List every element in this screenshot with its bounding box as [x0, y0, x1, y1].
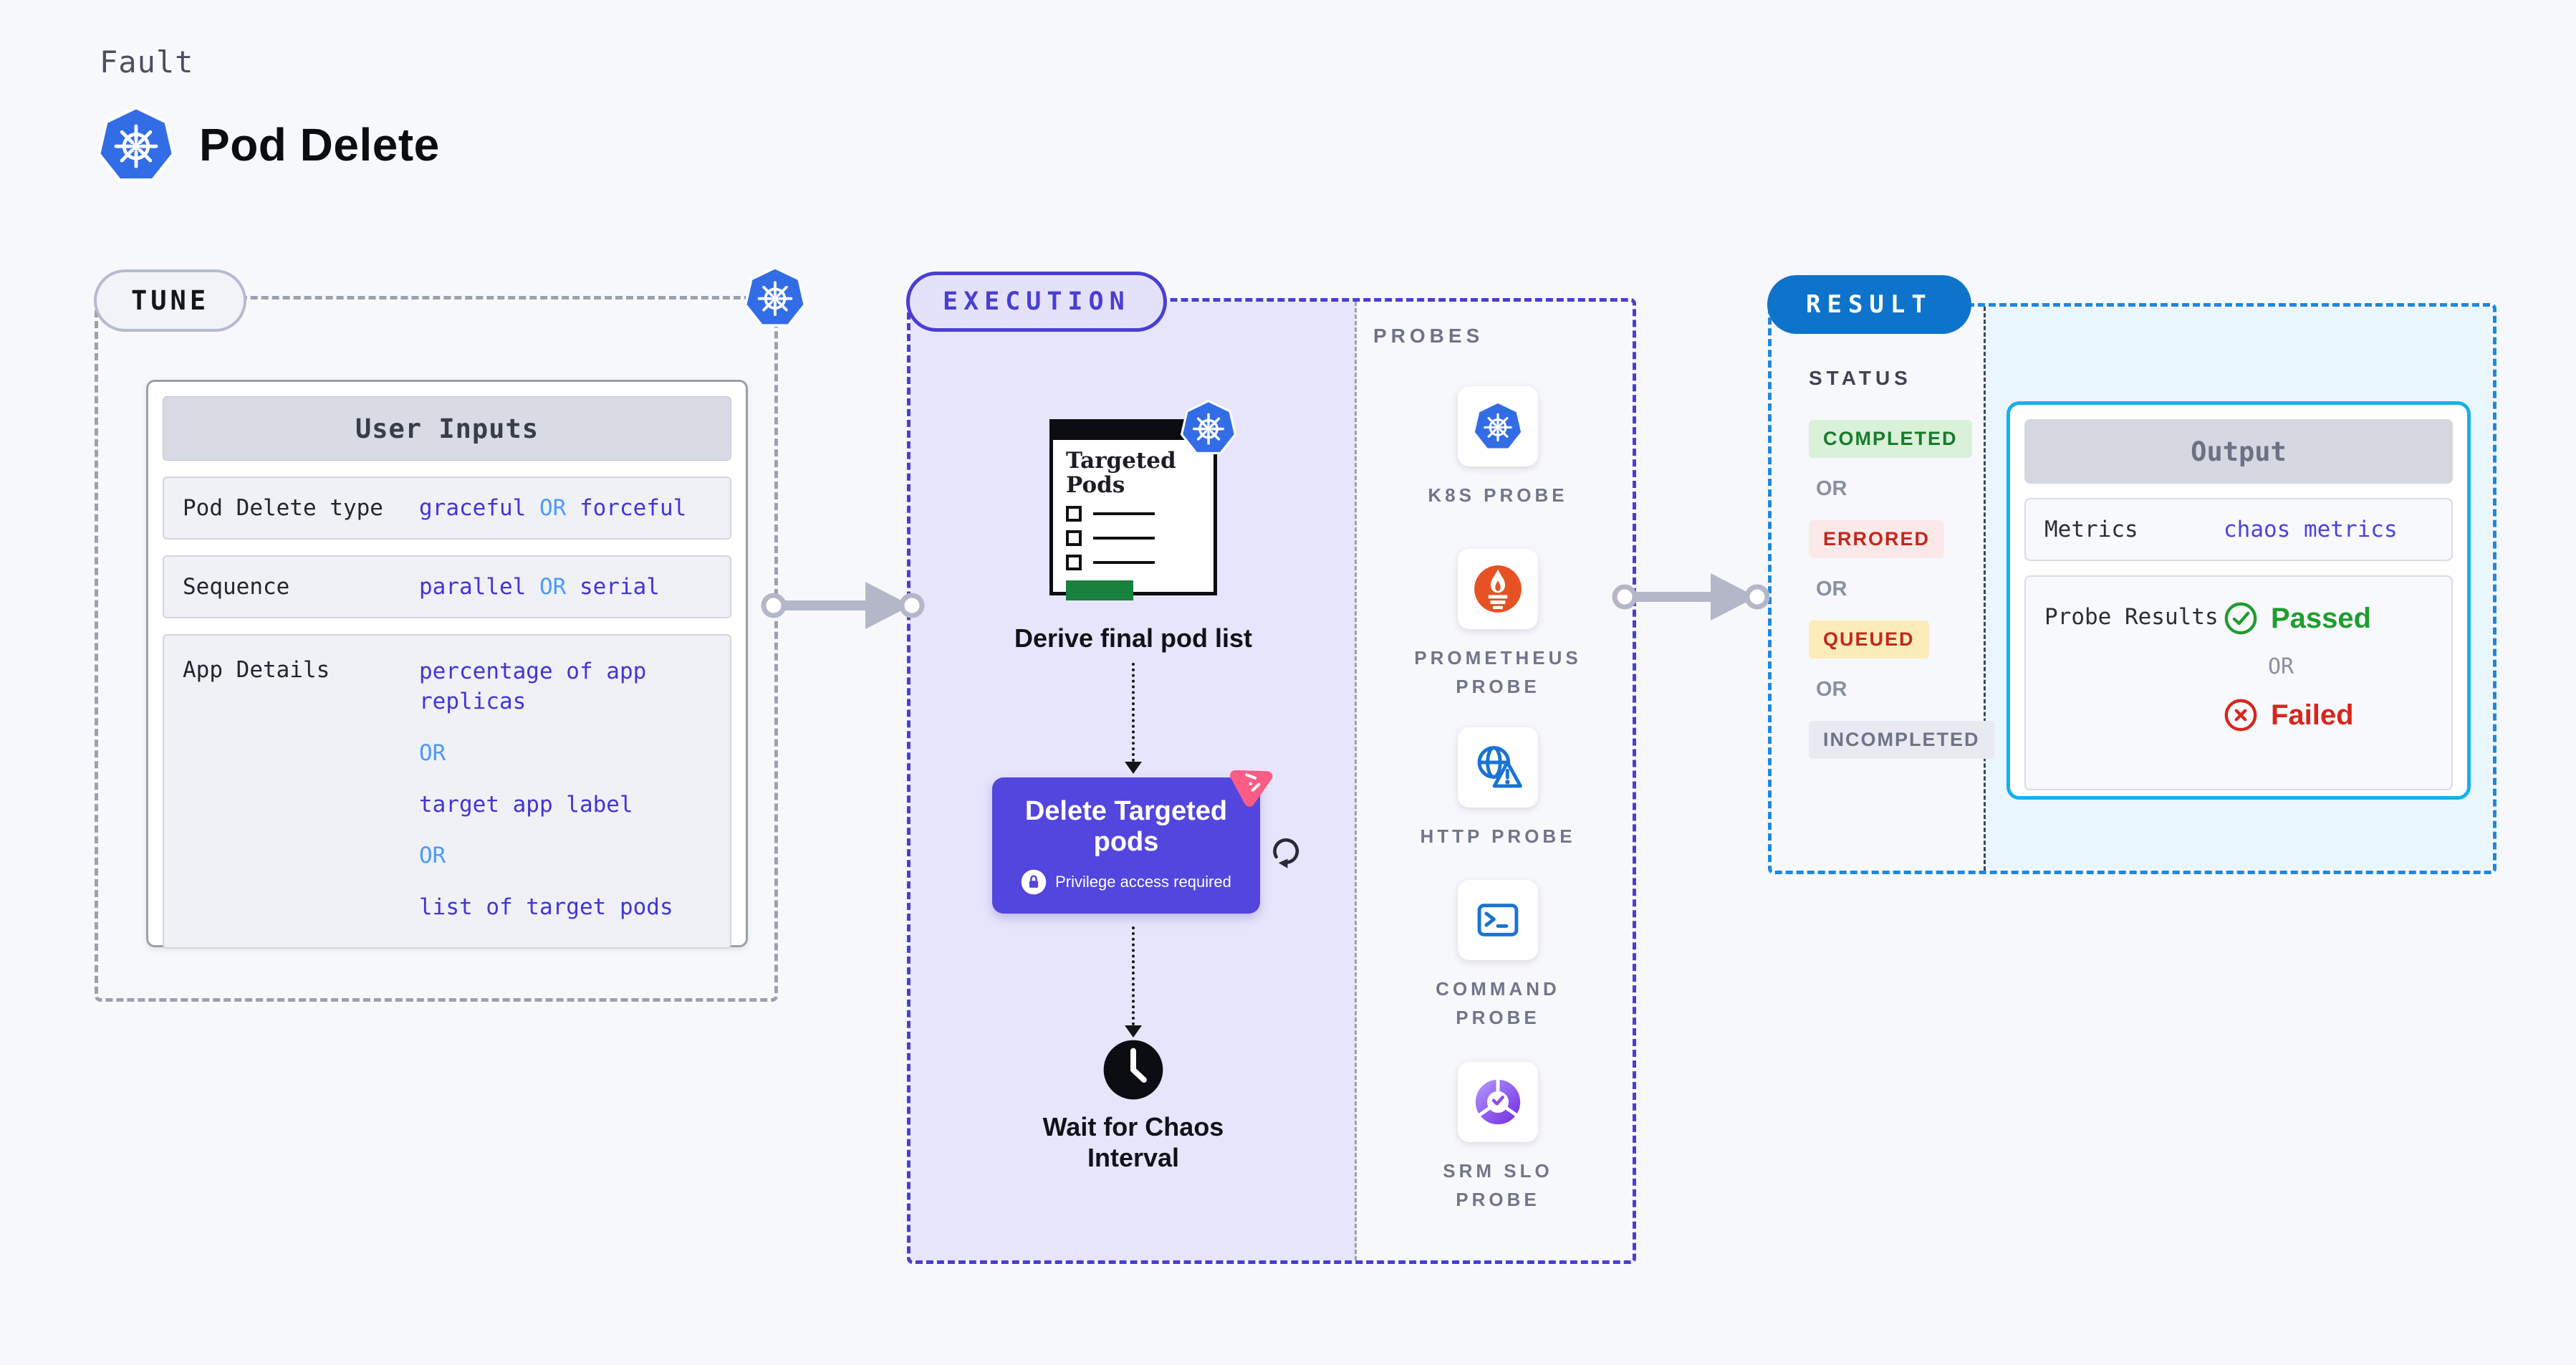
status-column: COMPLETED OR ERRORED OR QUEUED OR INCOMP…	[1809, 420, 1994, 759]
user-inputs-title: User Inputs	[163, 396, 731, 461]
tune-pill: TUNE	[94, 269, 247, 332]
globe-warning-icon	[1473, 742, 1523, 792]
row-value: percentage of app replicas OR target app…	[419, 658, 673, 921]
probe-item-k8s: K8S PROBE	[1356, 386, 1640, 509]
output-card: Output Metrics chaos metrics Probe Resul…	[2007, 401, 2471, 800]
green-button-shape	[1066, 580, 1133, 601]
privilege-note: Privilege access required	[1021, 869, 1231, 895]
clock-icon	[1102, 1038, 1165, 1101]
passed-line: Passed	[2224, 601, 2371, 636]
chaos-icon	[1224, 755, 1280, 810]
list-line	[1093, 537, 1155, 540]
checkbox-icon	[1066, 555, 1082, 571]
probe-results-values: Passed OR Failed	[2224, 601, 2371, 732]
list-line	[1093, 561, 1155, 565]
tune-section: TUNE User Inputs Pod Delete type gracefu…	[94, 296, 778, 1002]
kubernetes-icon	[1473, 401, 1523, 451]
kubernetes-icon	[744, 267, 806, 328]
checklist-item	[1066, 555, 1213, 571]
probe-label: SRM SLO PROBE	[1443, 1160, 1553, 1211]
result-pill: RESULT	[1767, 275, 1971, 334]
row-label: Probe Results	[2044, 604, 2219, 630]
connector-dotted-line	[1132, 663, 1135, 762]
or-separator: OR	[1816, 678, 1847, 701]
result-section: RESULT STATUS COMPLETED OR ERRORED OR QU…	[1767, 275, 2496, 874]
arrowhead-down-icon	[1125, 762, 1142, 774]
terminal-icon	[1473, 895, 1523, 945]
connector-dotted-line	[1132, 926, 1135, 1025]
targeted-pods-card: Targeted Pods	[1049, 419, 1217, 601]
checkbox-icon	[1066, 506, 1082, 522]
probe-label: PROMETHEUS PROBE	[1414, 647, 1582, 698]
prometheus-icon	[1473, 564, 1523, 614]
refresh-icon	[1264, 830, 1306, 872]
fault-eyebrow: Fault	[100, 44, 194, 80]
or-separator: OR	[1816, 578, 1847, 600]
x-circle-icon	[2224, 698, 2258, 732]
probe-card	[1458, 727, 1538, 808]
probe-card	[1458, 880, 1538, 960]
lock-icon	[1021, 869, 1047, 895]
probe-item-srm-slo: SRM SLO PROBE	[1356, 1062, 1640, 1215]
probes-title: PROBES	[1373, 325, 1484, 347]
list-line	[1093, 512, 1155, 516]
probe-label: COMMAND PROBE	[1436, 978, 1560, 1029]
status-badge-queued: QUEUED	[1809, 621, 1929, 658]
row-label: Sequence	[183, 574, 290, 600]
step-wait-chaos-interval: Wait for Chaos Interval	[1042, 1112, 1224, 1173]
table-row-app-details: App Details percentage of app replicas O…	[163, 634, 731, 949]
targeted-pods-title: Targeted Pods	[1066, 448, 1176, 499]
status-badge-incompleted: INCOMPLETED	[1809, 721, 1994, 759]
checkbox-icon	[1066, 530, 1082, 547]
execution-section: EXECUTION Targeted Pods Derive final pod…	[906, 272, 1636, 1264]
failed-line: Failed	[2224, 698, 2371, 732]
row-value: parallel OR serial	[419, 574, 660, 600]
result-divider	[1984, 307, 1986, 871]
delete-targeted-pods-button: Delete Targeted pods Privilege access re…	[992, 777, 1260, 914]
probe-label: HTTP PROBE	[1420, 825, 1576, 847]
user-inputs-table: User Inputs Pod Delete type graceful OR …	[146, 380, 748, 949]
probe-card	[1458, 1062, 1538, 1142]
or-separator: OR	[1816, 477, 1847, 500]
step-derive-pod-list: Derive final pod list	[1014, 623, 1253, 653]
status-badge-completed: COMPLETED	[1809, 420, 1972, 458]
check-circle-icon	[2224, 601, 2258, 636]
checklist-item	[1066, 506, 1213, 522]
probe-card	[1458, 386, 1538, 466]
zone-divider	[1355, 302, 1357, 1260]
probe-item-command: COMMAND PROBE	[1356, 880, 1640, 1033]
or-separator: OR	[2268, 654, 2294, 679]
output-row-metrics: Metrics chaos metrics	[2024, 498, 2453, 561]
flow-arrow-tune-to-execution	[761, 582, 925, 629]
row-label: Metrics	[2044, 516, 2138, 542]
output-title: Output	[2024, 419, 2453, 484]
status-title: STATUS	[1809, 367, 1912, 389]
table-row-sequence: Sequence parallel OR serial	[163, 555, 731, 618]
probe-label: K8S PROBE	[1428, 484, 1568, 506]
checklist-item	[1066, 530, 1213, 547]
delete-button-label: Delete Targeted pods	[1024, 796, 1228, 857]
row-label: Pod Delete type	[183, 495, 383, 521]
status-badge-errored: ERRORED	[1809, 520, 1945, 558]
slo-donut-check-icon	[1473, 1077, 1523, 1127]
probe-item-http: HTTP PROBE	[1356, 727, 1640, 851]
flow-arrow-probes-to-result	[1612, 573, 1770, 621]
page-title: Pod Delete	[199, 119, 440, 171]
execution-pill: EXECUTION	[906, 272, 1167, 332]
probe-card	[1458, 549, 1538, 629]
probe-item-prometheus: PROMETHEUS PROBE	[1356, 549, 1640, 701]
output-row-probe-results: Probe Results Passed OR Failed	[2024, 575, 2453, 790]
kubernetes-icon	[1181, 400, 1236, 456]
arrowhead-down-icon	[1125, 1025, 1142, 1038]
row-label: App Details	[183, 657, 330, 683]
kubernetes-icon	[97, 106, 175, 183]
row-value: graceful OR forceful	[419, 495, 687, 521]
row-value: chaos metrics	[2224, 517, 2398, 542]
table-row-pod-delete-type: Pod Delete type graceful OR forceful	[163, 476, 731, 540]
page-header: Pod Delete	[97, 106, 440, 183]
